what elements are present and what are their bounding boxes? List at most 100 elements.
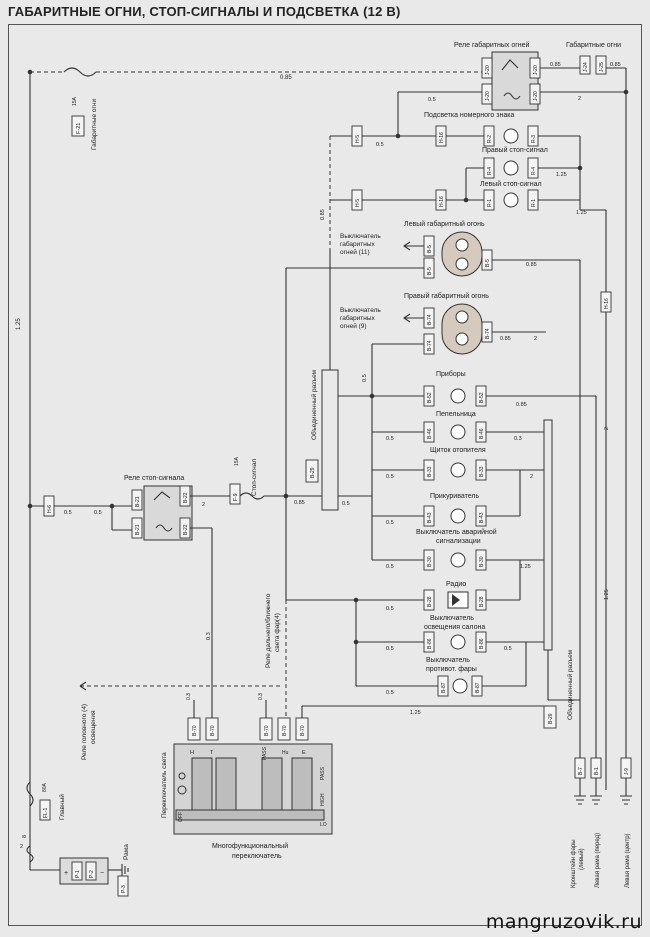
page-title: ГАБАРИТНЫЕ ОГНИ, СТОП-СИГНАЛЫ И ПОДСВЕТК… — [8, 4, 401, 19]
wire-size-label: 0.5 — [376, 142, 384, 148]
fuse-f9 — [229, 483, 241, 505]
ground-icon — [121, 864, 129, 876]
cabin-light-lamp — [450, 634, 466, 650]
connector-label: B-29 — [548, 713, 554, 724]
fusible-link-symbol — [26, 845, 34, 863]
connector-h16 — [435, 189, 447, 211]
wire-size-label: 2 — [534, 336, 537, 342]
switch-slider-4 — [291, 757, 313, 819]
switch-pos-label: PASS — [320, 766, 326, 780]
relay-coil-symbol — [155, 524, 173, 532]
wire-size-label: 0.85 — [500, 336, 511, 342]
connector-label: H-5 — [355, 199, 361, 207]
connector-b29 — [305, 459, 319, 483]
connector-label: B-70 — [210, 725, 216, 736]
left-marker-lamp-1 — [455, 238, 469, 252]
wire-size-label: 0.85 — [320, 209, 326, 220]
junction-dot — [623, 89, 629, 95]
cabin-light-label-1: Выключатель — [430, 615, 474, 622]
connector-label: J-20 — [533, 91, 539, 101]
fog-switch-label-1: Выключатель — [426, 657, 470, 664]
junction-dot — [353, 597, 359, 603]
connector-label: B-30 — [427, 556, 433, 567]
connector-label: J-24 — [583, 62, 589, 72]
switch-slider-2 — [215, 757, 237, 819]
switch9-label-2: габаритных — [340, 314, 376, 322]
connector-b1 — [590, 757, 602, 779]
instruments-lamp — [450, 388, 466, 404]
junction-dot — [27, 503, 33, 509]
marker-relay-label: Реле габаритных огней — [454, 41, 530, 49]
connector-label: B-74 — [427, 314, 433, 325]
wire-size-label: 0.5 — [428, 97, 436, 103]
junction-dot — [577, 165, 583, 171]
heater-lamp — [450, 462, 466, 478]
switch-slider-3 — [261, 757, 283, 819]
frame-ground-label: Рама — [123, 844, 130, 860]
connector-label: R-1 — [487, 199, 493, 207]
battery — [59, 857, 109, 885]
connector-r4 — [483, 157, 495, 179]
hazard-label-1: Выключатель аварийной — [416, 528, 497, 536]
connector-label: B-70 — [192, 725, 198, 736]
ground-bracket-label-1: Кронштейн фары — [570, 839, 577, 888]
plate-lamp — [503, 128, 519, 144]
wire-size-label: 0.85 — [610, 62, 621, 68]
connector-b29 — [543, 705, 557, 729]
wire-size-label: 2 — [604, 427, 610, 430]
connector-r1 — [483, 189, 495, 211]
connector-b46 — [423, 421, 435, 443]
wire-size-label: 0.5 — [386, 564, 394, 570]
joint-connector-block — [321, 369, 339, 511]
connector-label: B-46 — [427, 428, 433, 439]
connector-label: B-1 — [594, 767, 600, 775]
connector-b28 — [423, 589, 435, 611]
hazard-label-2: сигнализации — [436, 538, 481, 545]
wire-size-label: 0.5 — [362, 374, 368, 382]
connector-label: H-5 — [355, 135, 361, 143]
connector-label: B-33 — [479, 466, 485, 477]
fuse-f21-symbol — [63, 67, 97, 77]
connector-b52 — [423, 385, 435, 407]
joint-connector-label: Объединенный разъем — [310, 369, 318, 440]
connector-b70 — [277, 717, 291, 741]
connector-h5 — [351, 189, 363, 211]
right-marker-label: Правый габаритный огонь — [404, 292, 489, 300]
wire-size-label: 0.3 — [206, 632, 212, 640]
connector-label: H-16 — [604, 298, 610, 309]
switch11-label-3: огней (11) — [340, 248, 370, 256]
switch-pos-label: LO — [320, 822, 327, 828]
connector-label: P-3 — [121, 885, 127, 893]
wire-size-label: 0.5 — [386, 520, 394, 526]
wire-size-label: 0.5 — [386, 474, 394, 480]
connector-label: B-5 — [485, 259, 491, 267]
fuse-f9-label: F-9 — [233, 493, 239, 501]
connector-p2 — [85, 861, 97, 881]
connector-b70 — [205, 717, 219, 741]
wire-size-label: 0.5 — [386, 646, 394, 652]
connector-label: J-20 — [485, 91, 491, 101]
arrow — [79, 681, 87, 691]
right-marker-lamp-1 — [455, 310, 469, 324]
connector-label: B-52 — [427, 392, 433, 403]
fuse-rating: 80A — [42, 782, 48, 792]
connector-label: J-20 — [485, 65, 491, 75]
arrow — [403, 313, 424, 323]
headlight-relay-label-1: Реле головного (4) — [81, 704, 88, 760]
connector-label: B-30 — [479, 556, 485, 567]
main-fuse-label: Главный — [58, 794, 66, 820]
connector-label: B-22 — [183, 492, 189, 503]
ashtray-label: Пепельница — [436, 411, 476, 418]
connector-label: J-9 — [624, 768, 630, 775]
connector-j24 — [579, 55, 591, 75]
connector-label: B-86 — [427, 638, 433, 649]
fuse-fl1 — [39, 799, 51, 821]
lighter-label: Прикуриватель — [430, 493, 479, 500]
connector-b21 — [131, 517, 143, 539]
connector-label: B-28 — [479, 596, 485, 607]
battery-plus-icon: + — [64, 870, 68, 877]
wire-size-label: 0.5 — [342, 501, 350, 507]
wire-size-label: 1.25 — [556, 172, 567, 178]
